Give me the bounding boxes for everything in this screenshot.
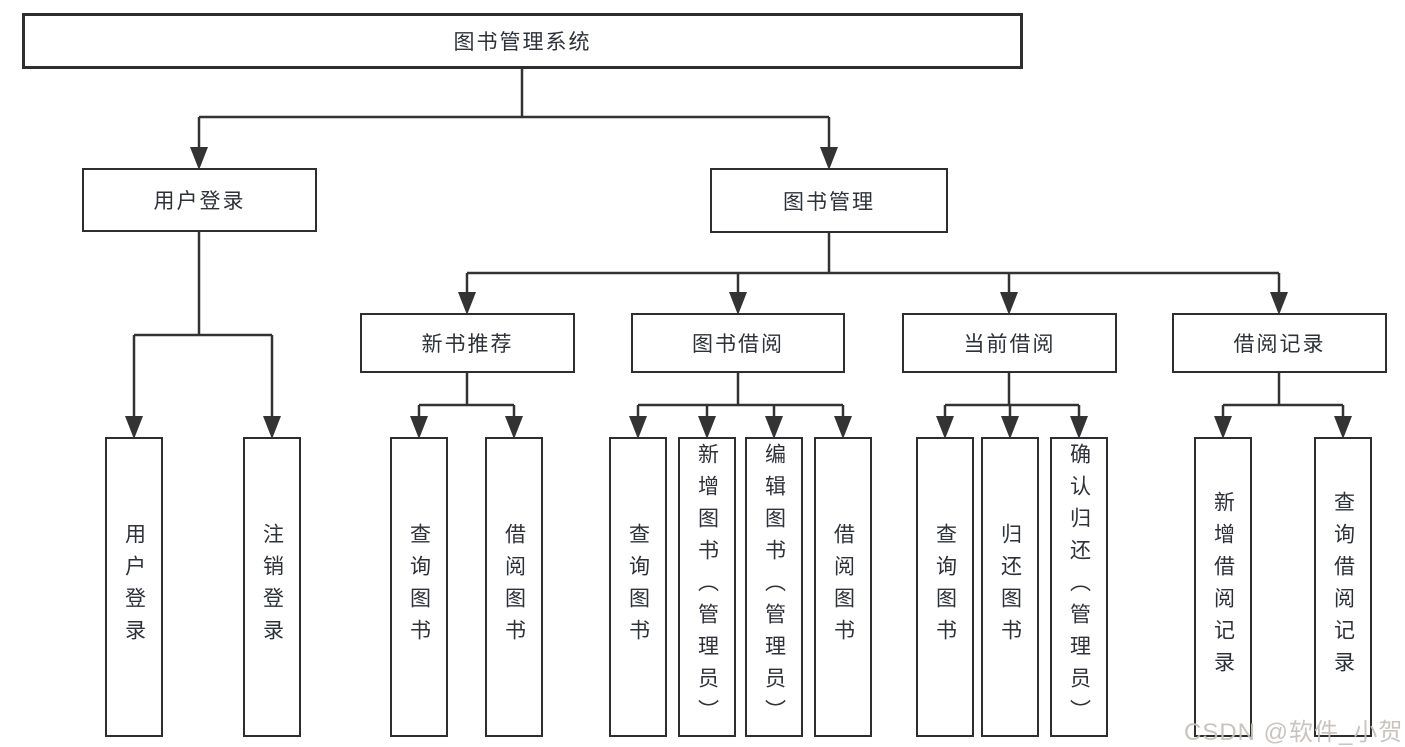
node-book-management: 图书管理: [710, 168, 948, 233]
arrow-down-icon: [458, 292, 476, 315]
leaf-recommend-query-books: 查询图书: [390, 437, 448, 737]
node-label: 新书推荐: [421, 333, 514, 356]
node-label: 用户登录: [153, 190, 246, 213]
node-label: 编辑图书（管理员）: [762, 443, 786, 731]
leaf-current-query-books: 查询图书: [916, 437, 974, 737]
node-borrow-records: 借阅记录: [1172, 313, 1387, 373]
arrow-down-icon: [629, 416, 647, 439]
node-label: 新增图书（管理员）: [695, 443, 719, 731]
arrow-down-icon: [936, 416, 954, 439]
node-label: 确认归还（管理员）: [1067, 443, 1091, 731]
node-label: 归还图书: [998, 523, 1022, 651]
node-user-login-branch: 用户登录: [82, 168, 317, 232]
leaf-recommend-borrow-books: 借阅图书: [485, 437, 543, 737]
node-label: 图书管理系统: [453, 31, 592, 54]
node-label: 图书借阅: [692, 333, 784, 356]
node-label: 借阅记录: [1233, 333, 1326, 356]
leaf-user-login: 用户登录: [105, 437, 163, 737]
node-label: 查询图书: [933, 523, 957, 651]
leaf-add-books-admin: 新增图书（管理员）: [678, 437, 736, 737]
arrow-down-icon: [765, 416, 783, 439]
arrow-down-icon: [1070, 416, 1088, 439]
leaf-logout: 注销登录: [243, 437, 301, 737]
arrow-down-icon: [1001, 416, 1019, 439]
arrow-down-icon: [410, 416, 428, 439]
node-label: 图书管理: [783, 190, 875, 214]
node-label: 借阅图书: [502, 523, 526, 651]
leaf-query-borrow-record: 查询借阅记录: [1314, 437, 1372, 737]
node-label: 借阅图书: [831, 523, 855, 651]
node-label: 注销登录: [260, 523, 284, 651]
arrow-down-icon: [263, 416, 281, 439]
node-current-borrow: 当前借阅: [902, 313, 1117, 373]
node-label: 当前借阅: [963, 333, 1056, 356]
arrowhead-icons: [125, 147, 1352, 439]
leaf-confirm-return-admin: 确认归还（管理员）: [1050, 437, 1108, 737]
arrow-down-icon: [505, 416, 523, 439]
leaf-borrow-books: 借阅图书: [814, 437, 872, 737]
node-system-root: 图书管理系统: [22, 13, 1023, 69]
arrow-down-icon: [1334, 416, 1352, 439]
arrow-down-icon: [1214, 416, 1232, 439]
node-label: 新增借阅记录: [1211, 491, 1235, 683]
node-label: 查询借阅记录: [1331, 491, 1355, 683]
leaf-edit-books-admin: 编辑图书（管理员）: [745, 437, 803, 737]
leaf-add-borrow-record: 新增借阅记录: [1194, 437, 1252, 737]
arrow-down-icon: [190, 147, 208, 170]
leaf-borrow-query-books: 查询图书: [609, 437, 667, 737]
node-label: 查询图书: [407, 523, 431, 651]
node-book-borrow: 图书借阅: [631, 313, 845, 373]
tree-edges: [132, 69, 1345, 418]
arrow-down-icon: [834, 416, 852, 439]
arrow-down-icon: [729, 292, 747, 315]
arrow-down-icon: [125, 416, 143, 439]
leaf-return-books: 归还图书: [981, 437, 1039, 737]
node-new-book-recommend: 新书推荐: [360, 313, 575, 373]
arrow-down-icon: [698, 416, 716, 439]
csdn-watermark: CSDN @软件_小贺同学: [1184, 719, 1405, 746]
arrow-down-icon: [1000, 292, 1018, 315]
arrow-down-icon: [820, 147, 838, 170]
node-label: 查询图书: [626, 523, 650, 651]
arrow-down-icon: [1270, 292, 1288, 315]
node-label: 用户登录: [122, 523, 146, 651]
